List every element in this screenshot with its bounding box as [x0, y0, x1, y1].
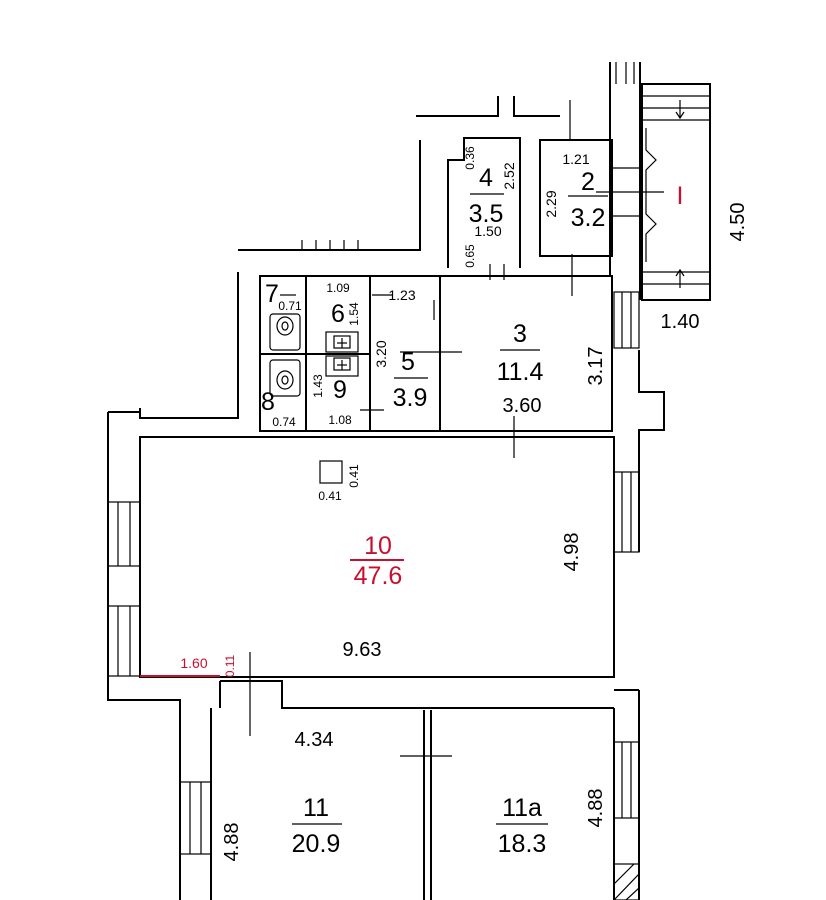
toilet-icon-7 [269, 313, 301, 351]
dimensions: 0.36 2.52 1.50 0.65 1.21 2.29 4.50 1.40 … [180, 146, 749, 861]
room-5-area: 3.9 [393, 384, 428, 412]
dim-4-88-right: 4.88 [585, 789, 607, 828]
dim-1-43: 1.43 [311, 374, 325, 398]
room-2-area: 3.2 [571, 204, 606, 232]
dim-0-65: 0.65 [463, 244, 477, 268]
dim-1-40: 1.40 [661, 311, 700, 333]
dim-4-50: 4.50 [727, 203, 749, 242]
room-4-number: 4 [479, 164, 493, 192]
room-11a-number: 11a [502, 794, 542, 822]
room-5-number: 5 [401, 348, 415, 376]
dim-4-88-left: 4.88 [221, 823, 243, 862]
room-6-number: 6 [331, 300, 345, 328]
toilet-icon-8 [269, 359, 301, 397]
wall-upper-left [139, 272, 239, 419]
wall-outer-right-mid [638, 350, 665, 552]
sink-icon-6 [325, 331, 359, 353]
window-left-2 [107, 605, 141, 677]
room-7-number: 7 [265, 280, 279, 308]
wall-outer-left [107, 412, 181, 900]
room-4-outline [447, 137, 521, 268]
wall-lower-corridor [220, 680, 614, 709]
room-10-area: 47.6 [354, 562, 403, 590]
stair-mark: I [677, 182, 684, 210]
dim-3-60: 3.60 [503, 395, 542, 417]
room-10-number: 10 [364, 532, 392, 560]
wall-ticks-top [301, 62, 635, 250]
room-labels: 2 3.2 4 3.5 3 11.4 5 3.9 6 7 8 9 10 47.6… [261, 164, 683, 858]
walls [107, 62, 711, 900]
window-right-1 [613, 291, 640, 349]
sink-icon-9 [325, 355, 359, 377]
dim-3-17: 3.17 [585, 347, 607, 386]
dim-3-20: 3.20 [373, 340, 389, 367]
column-icon [319, 460, 343, 484]
room-3-number: 3 [513, 320, 527, 348]
room-4-area: 3.5 [469, 200, 504, 228]
dim-1-21: 1.21 [562, 151, 589, 167]
dim-0-41-horizontal: 0.41 [318, 489, 342, 503]
dim-1-54: 1.54 [347, 302, 361, 326]
room-9-number: 9 [333, 376, 347, 404]
dim-4-98: 4.98 [561, 533, 583, 572]
dim-0-11: 0.11 [223, 654, 237, 677]
room-11-number: 11 [303, 794, 329, 822]
wall-upper-corridor [238, 140, 421, 251]
room-11-area: 20.9 [292, 830, 341, 858]
hatched-column [613, 863, 640, 900]
dim-0-71: 0.71 [278, 299, 302, 313]
door-marks [249, 100, 664, 757]
room-11a-area: 18.3 [498, 830, 547, 858]
wall-top-2 [513, 96, 560, 117]
dim-1-09: 1.09 [326, 281, 350, 295]
dim-4-34: 4.34 [295, 729, 334, 751]
dim-2-29: 2.29 [543, 190, 559, 217]
window-left-3 [179, 781, 212, 855]
openings [107, 62, 710, 900]
wall-top [416, 96, 499, 117]
room-2-number: 2 [581, 168, 595, 196]
dim-1-08: 1.08 [328, 413, 352, 427]
dim-1-50: 1.50 [474, 223, 501, 239]
dim-0-36: 0.36 [463, 146, 477, 170]
dim-1-60: 1.60 [180, 655, 207, 671]
room-2-outline [539, 139, 613, 257]
dim-9-63: 9.63 [343, 639, 382, 661]
dim-1-23: 1.23 [388, 287, 415, 303]
window-left-1 [107, 501, 141, 567]
dim-2-52: 2.52 [501, 162, 517, 189]
window-right-3 [613, 741, 640, 819]
room-3-area: 11.4 [497, 358, 544, 386]
dim-0-74: 0.74 [272, 415, 296, 429]
dim-0-41-vertical: 0.41 [347, 464, 361, 488]
window-right-2 [613, 471, 640, 553]
room-8-number: 8 [261, 388, 275, 416]
